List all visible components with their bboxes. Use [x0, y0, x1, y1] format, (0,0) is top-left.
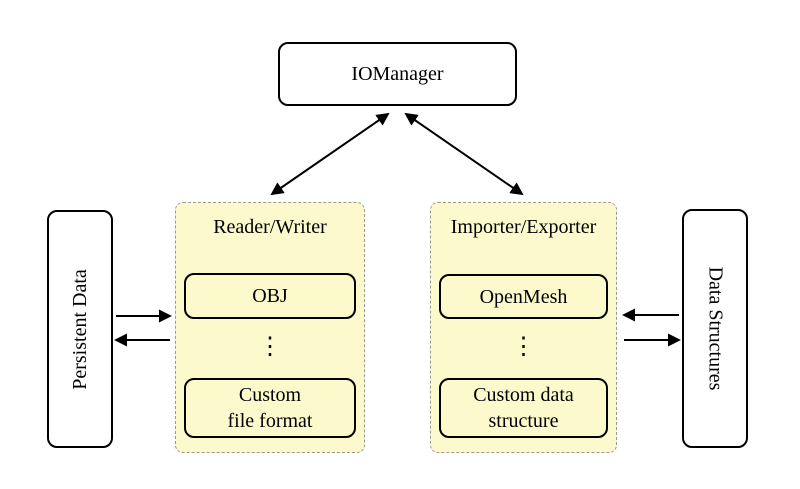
node-data-structures-label: Data Structures [704, 266, 727, 391]
item-openmesh: OpenMesh [439, 274, 608, 319]
group-reader-writer: Reader/Writer OBJ ⋮ Custom file format [175, 202, 365, 453]
group-reader-writer-title: Reader/Writer [213, 216, 327, 238]
group-importer-exporter: Importer/Exporter OpenMesh ⋮ Custom data… [430, 202, 617, 453]
arrow-iomanager-importerexporter [404, 112, 524, 196]
item-custom-data-structure: Custom data structure [439, 378, 608, 438]
item-openmesh-label: OpenMesh [479, 285, 568, 308]
node-iomanager: IOManager [278, 42, 517, 106]
node-persistent-data: Persistent Data [47, 210, 113, 448]
group-importer-exporter-title: Importer/Exporter [450, 216, 597, 238]
node-data-structures: Data Structures [682, 209, 748, 448]
arrow-iomanager-readerwriter [270, 112, 390, 196]
node-persistent-data-label: Persistent Data [68, 268, 91, 390]
vertical-dots-left: ⋮ [258, 334, 282, 360]
item-custom-file-format-label: Custom file format [227, 384, 313, 432]
item-obj: OBJ [184, 273, 356, 319]
item-custom-data-structure-label: Custom data structure [473, 384, 574, 432]
vertical-dots-right: ⋮ [511, 334, 536, 360]
node-iomanager-label: IOManager [351, 62, 444, 85]
item-obj-label: OBJ [252, 285, 288, 307]
item-custom-file-format: Custom file format [184, 378, 356, 438]
